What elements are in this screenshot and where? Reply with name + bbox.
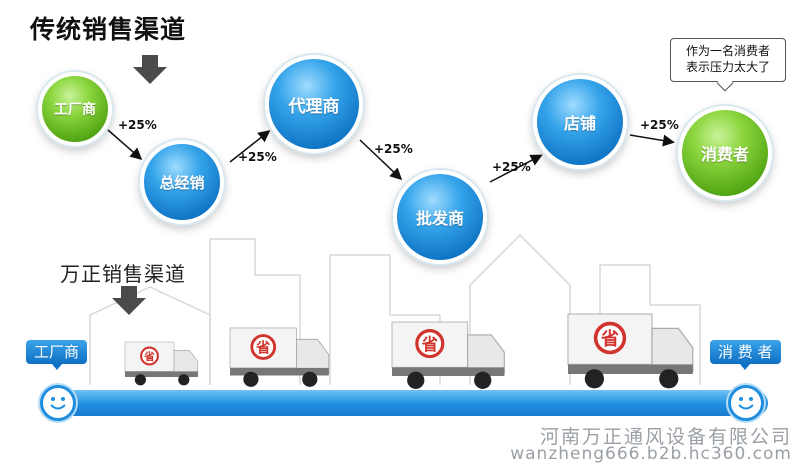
label-consumer-text: 消 费 者 [718,343,773,361]
consumer-speech-bubble: 作为一名消费者 表示压力太大了 [670,38,786,92]
arrow-store-consumer [629,134,675,147]
down-arrow-icon [133,55,167,85]
wanzheng-channel-title: 万正销售渠道 [60,262,186,286]
label-consumer: 消 费 者 [710,340,781,370]
svg-text:省: 省 [421,335,438,354]
traditional-channel-title: 传统销售渠道 [30,15,187,44]
node-general-distributor: 总经销 [140,140,224,224]
node-store: 店铺 [533,75,627,169]
label-factory-text: 工厂商 [34,343,80,361]
direct-channel-track [40,390,768,416]
node-factory: 工厂商 [38,72,112,146]
truck-icon: 省 [391,321,505,389]
node-consumer: 消费者 [678,106,772,200]
arrow-wholesaler-store [489,154,543,183]
flow-arrows [107,129,675,183]
smiley-face-icon [728,385,764,421]
trucks-group: 省 省 省 省 [124,313,694,389]
markup-label-1: +25% [118,118,157,132]
svg-text:省: 省 [143,350,155,363]
svg-text:省: 省 [600,328,619,350]
smiley-face-icon [40,385,76,421]
footer-url: wanzheng666.b2b.hc360.com [510,444,792,464]
arrow-factory-distributor [107,129,143,160]
markup-label-3: +25% [374,142,413,156]
speech-line-1: 作为一名消费者 [685,44,770,58]
footer-company: 河南万正通风设备有限公司 [539,426,792,448]
node-wholesaler: 批发商 [393,170,487,264]
node-agent: 代理商 [265,55,363,153]
truck-icon: 省 [124,341,199,386]
down-arrow-icon [112,286,146,316]
markup-label-4: +25% [492,160,531,174]
svg-text:省: 省 [255,339,270,357]
label-factory: 工厂商 [26,340,88,370]
arrow-distributor-agent [229,130,271,163]
speech-line-2: 表示压力太大了 [685,60,770,74]
markup-label-2: +25% [238,150,277,164]
arrow-agent-wholesaler [359,139,403,181]
markup-label-5: +25% [640,118,679,132]
truck-icon: 省 [567,313,694,389]
truck-icon: 省 [229,327,330,387]
